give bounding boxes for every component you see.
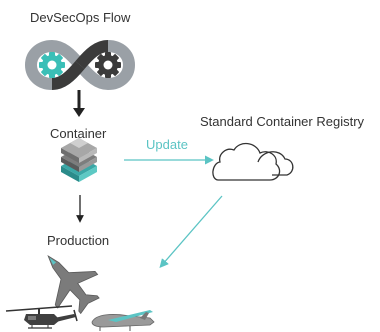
diagram-title: DevSecOps Flow bbox=[30, 10, 131, 25]
infinity-gears-icon bbox=[24, 39, 136, 91]
node-label-registry: Standard Container Registry bbox=[200, 114, 365, 129]
arrow-flow-to-container bbox=[73, 90, 85, 117]
node-label-production: Production bbox=[47, 233, 110, 248]
arrow-registry-to-production bbox=[159, 195, 223, 268]
edge-label-update: Update bbox=[146, 137, 188, 152]
fighter-jet-icon bbox=[47, 254, 100, 315]
node-label-container: Container bbox=[50, 126, 107, 141]
cloud-icon bbox=[212, 142, 294, 181]
helicopter-icon bbox=[5, 305, 78, 329]
drone-icon bbox=[91, 310, 155, 331]
container-stack-icon bbox=[61, 138, 97, 182]
